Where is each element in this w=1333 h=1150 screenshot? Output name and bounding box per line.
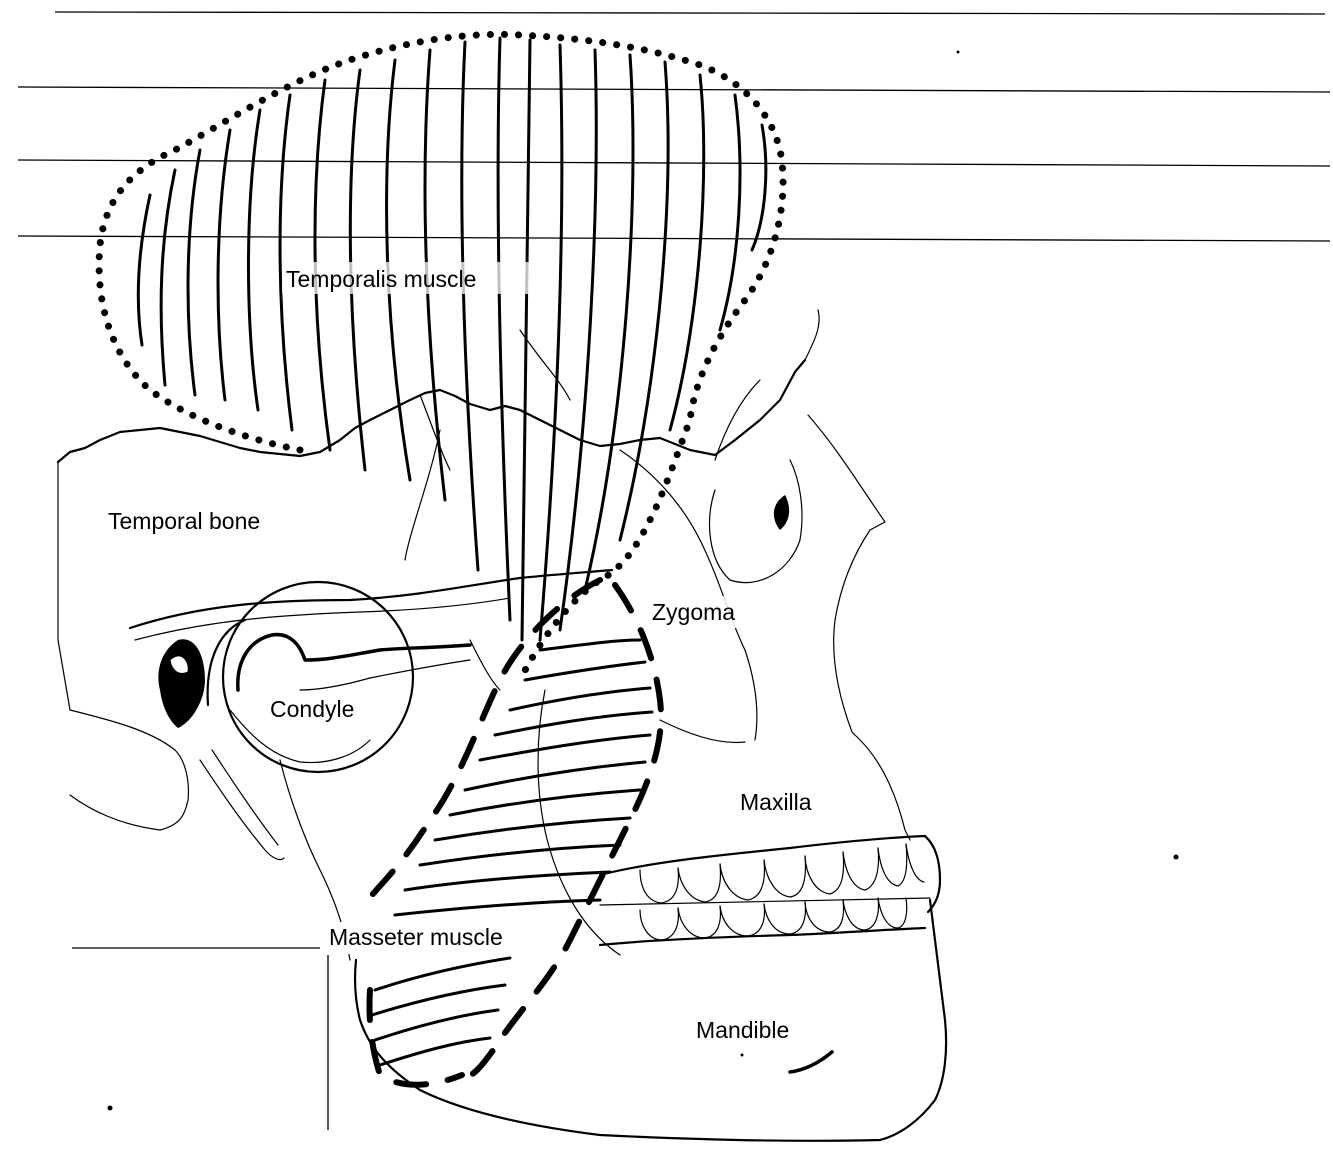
label-mandible: Mandible bbox=[696, 1017, 789, 1043]
worksheet-rules bbox=[18, 12, 1330, 1130]
label-zygoma: Zygoma bbox=[652, 599, 735, 625]
temporalis-fibers bbox=[138, 38, 766, 640]
scan-specks bbox=[108, 51, 1179, 1111]
temporalis-outline bbox=[99, 34, 783, 680]
mandible-ramus bbox=[280, 640, 500, 960]
label-temporalis-muscle: Temporalis muscle bbox=[286, 266, 476, 292]
label-masseter-muscle: Masseter muscle bbox=[329, 924, 503, 950]
masseter-outline bbox=[369, 580, 660, 1085]
masseter-fibers bbox=[372, 640, 652, 1065]
ear-region bbox=[70, 620, 284, 860]
label-maxilla: Maxilla bbox=[740, 789, 812, 815]
label-temporal-bone: Temporal bone bbox=[108, 508, 260, 534]
teeth bbox=[600, 836, 940, 945]
mental-foramen bbox=[790, 1052, 832, 1072]
label-condyle: Condyle bbox=[270, 696, 354, 722]
condyle-joint bbox=[223, 582, 470, 772]
